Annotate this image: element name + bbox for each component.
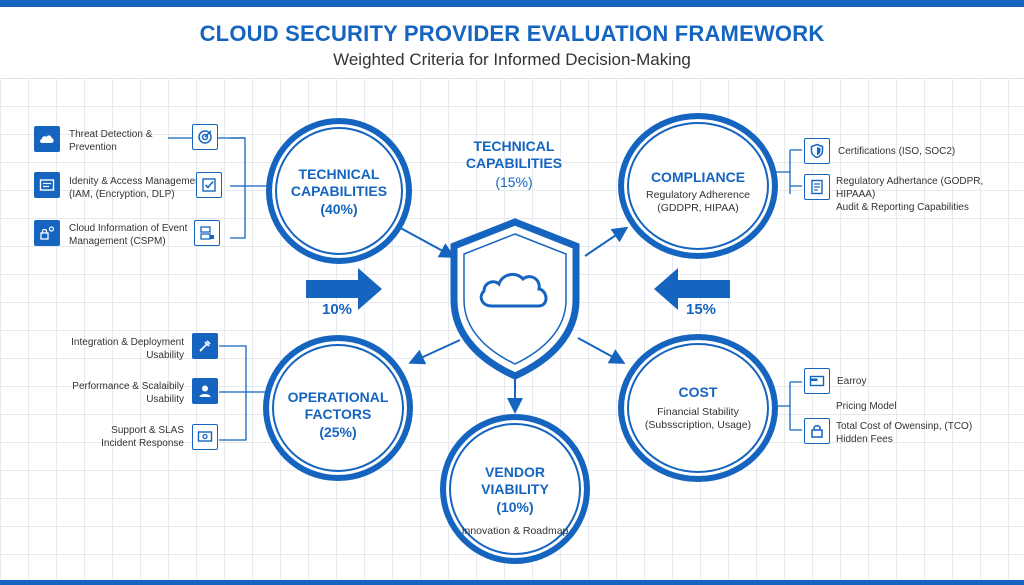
operational-heading-line2: FACTORS: [304, 406, 372, 422]
cost-item-2: Pricing Model: [836, 400, 897, 413]
tech-item-2-line2: (IAM, (Encryption, DLP): [69, 189, 175, 200]
compliance-item-1: Certifications (ISO, SOC2): [838, 145, 955, 158]
technical-bracket: [198, 137, 246, 239]
center-label-line2: CAPABILITIES: [465, 155, 563, 171]
plug-icon: [192, 333, 218, 359]
compliance-item-2: Regulatory Adhertance (GODPR, HIPAAA) Au…: [836, 175, 1024, 214]
left-arrow-weight: 10%: [322, 301, 353, 318]
operational-weight: (25%): [319, 424, 357, 440]
cost-sub2: (Subsscription, Usage): [644, 419, 752, 431]
id-card-icon: [34, 172, 60, 198]
technical-weight: (40%): [320, 201, 358, 217]
arrow-shield-to-operational: [408, 339, 461, 365]
header: CLOUD SECURITY PROVIDER EVALUATION FRAME…: [0, 7, 1024, 79]
center-technical-label: TECHNICAL CAPABILITIES (15%): [456, 138, 572, 191]
operational-factors-circle: OPERATIONAL FACTORS (25%): [263, 335, 413, 481]
arrow-technical-to-shield: [394, 224, 456, 258]
tech-item-3: Cloud Information of Event Management (C…: [69, 222, 187, 248]
technical-heading-line1: TECHNICAL: [298, 166, 380, 182]
server-lock-icon: [194, 220, 220, 246]
operational-heading-line1: OPERATIONAL: [287, 389, 389, 405]
shield-check-icon: [196, 172, 222, 198]
technical-heading-line2: CAPABILITIES: [290, 183, 388, 199]
operational-item-1-line1: Integration & Deployment: [71, 337, 184, 348]
target-icon: [192, 124, 218, 150]
right-block-arrow: [654, 268, 730, 310]
operational-item-1: Integration & Deployment Usability: [40, 336, 184, 362]
cloud-icon: [479, 272, 548, 308]
vendor-heading-line2: VIABILITY: [481, 481, 549, 497]
bottom-accent-bar: [0, 580, 1024, 585]
compliance-bracket: [775, 149, 802, 194]
operational-item-2-line2: Usability: [146, 394, 184, 405]
cloud-icon: [34, 126, 60, 152]
operational-item-3: Support & SLAS Incident Response: [40, 424, 184, 450]
page-title: CLOUD SECURITY PROVIDER EVALUATION FRAME…: [199, 21, 825, 46]
right-arrow-weight: 15%: [686, 301, 717, 318]
cost-sub1: Financial Stability: [657, 406, 739, 418]
user-icon: [192, 378, 218, 404]
tech-item-2-line1: Idenity & Access Management: [69, 176, 204, 187]
center-label-line1: TECHNICAL: [473, 138, 555, 154]
vendor-sub: Innovation & Roadmap: [461, 525, 569, 537]
top-accent-bar: [0, 0, 1024, 7]
cost-item-3: Total Cost of Owensinp, (TCO) Hidden Fee…: [836, 420, 972, 446]
lock-icon: [804, 418, 830, 444]
compliance-sub2: (GDDPR, HIPAA): [657, 202, 739, 214]
lock-network-icon: [34, 220, 60, 246]
tech-item-2: Idenity & Access Management (IAM, (Encry…: [69, 175, 204, 201]
page-subtitle: Weighted Criteria for Informed Decision-…: [333, 50, 691, 69]
operational-item-2: Performance & Scalaibily Usability: [40, 380, 184, 406]
vendor-viability-circle: VENDOR VIABILITY (10%) Innovation & Road…: [440, 414, 590, 564]
vendor-heading-line1: VENDOR: [485, 464, 545, 480]
cost-item-3-line2: Hidden Fees: [836, 434, 893, 445]
vendor-weight: (10%): [496, 499, 534, 515]
cost-circle: COST Financial Stability (Subsscription,…: [618, 334, 778, 482]
tech-item-1-line1: Threat Detection &: [69, 129, 153, 140]
operational-item-1-line2: Usability: [146, 350, 184, 361]
tech-item-3-line1: Cloud Information of Event: [69, 223, 188, 234]
cost-bracket: [778, 381, 802, 431]
operational-item-3-line1: Support & SLAS: [111, 425, 184, 436]
compliance-circle: COMPLIANCE Regulatory Adherence (GDDPR, …: [618, 113, 778, 259]
cost-item-1: Earroy: [837, 375, 866, 388]
center-label-weight: (15%): [495, 174, 533, 190]
cost-heading: COST: [678, 384, 718, 400]
shield-icon: [804, 138, 830, 164]
card-icon: [804, 368, 830, 394]
cost-item-3-line1: Total Cost of Owensinp, (TCO): [836, 421, 973, 432]
arrow-shield-to-compliance: [584, 226, 629, 257]
compliance-item-2-line1: Regulatory Adhertance (GODPR, HIPAAA): [836, 176, 984, 200]
compliance-item-1-line1: Certifications (ISO, SOC2): [838, 146, 956, 157]
cost-item-1-line1: Earroy: [837, 376, 867, 387]
compliance-sub1: Regulatory Adherence: [646, 189, 750, 201]
operational-item-2-line1: Performance & Scalaibily: [72, 381, 184, 392]
arrow-shield-to-cost: [577, 337, 626, 364]
technical-capabilities-circle: TECHNICAL CAPABILITIES (40%): [266, 118, 412, 264]
cost-item-2-line1: Pricing Model: [836, 401, 897, 412]
tech-item-1: Threat Detection & Prevention: [69, 128, 152, 154]
compliance-item-2-line2: Audit & Reporting Capabilities: [836, 202, 969, 213]
tech-item-3-line2: Management (CSPM): [69, 236, 166, 247]
monitor-icon: [192, 424, 218, 450]
tech-item-1-line2: Prevention: [69, 142, 117, 153]
operational-item-3-line2: Incident Response: [101, 438, 184, 449]
security-shield: [450, 218, 580, 380]
operational-bracket: [219, 345, 268, 441]
compliance-heading: COMPLIANCE: [650, 169, 746, 185]
document-icon: [804, 174, 830, 200]
left-block-arrow: [306, 268, 382, 310]
